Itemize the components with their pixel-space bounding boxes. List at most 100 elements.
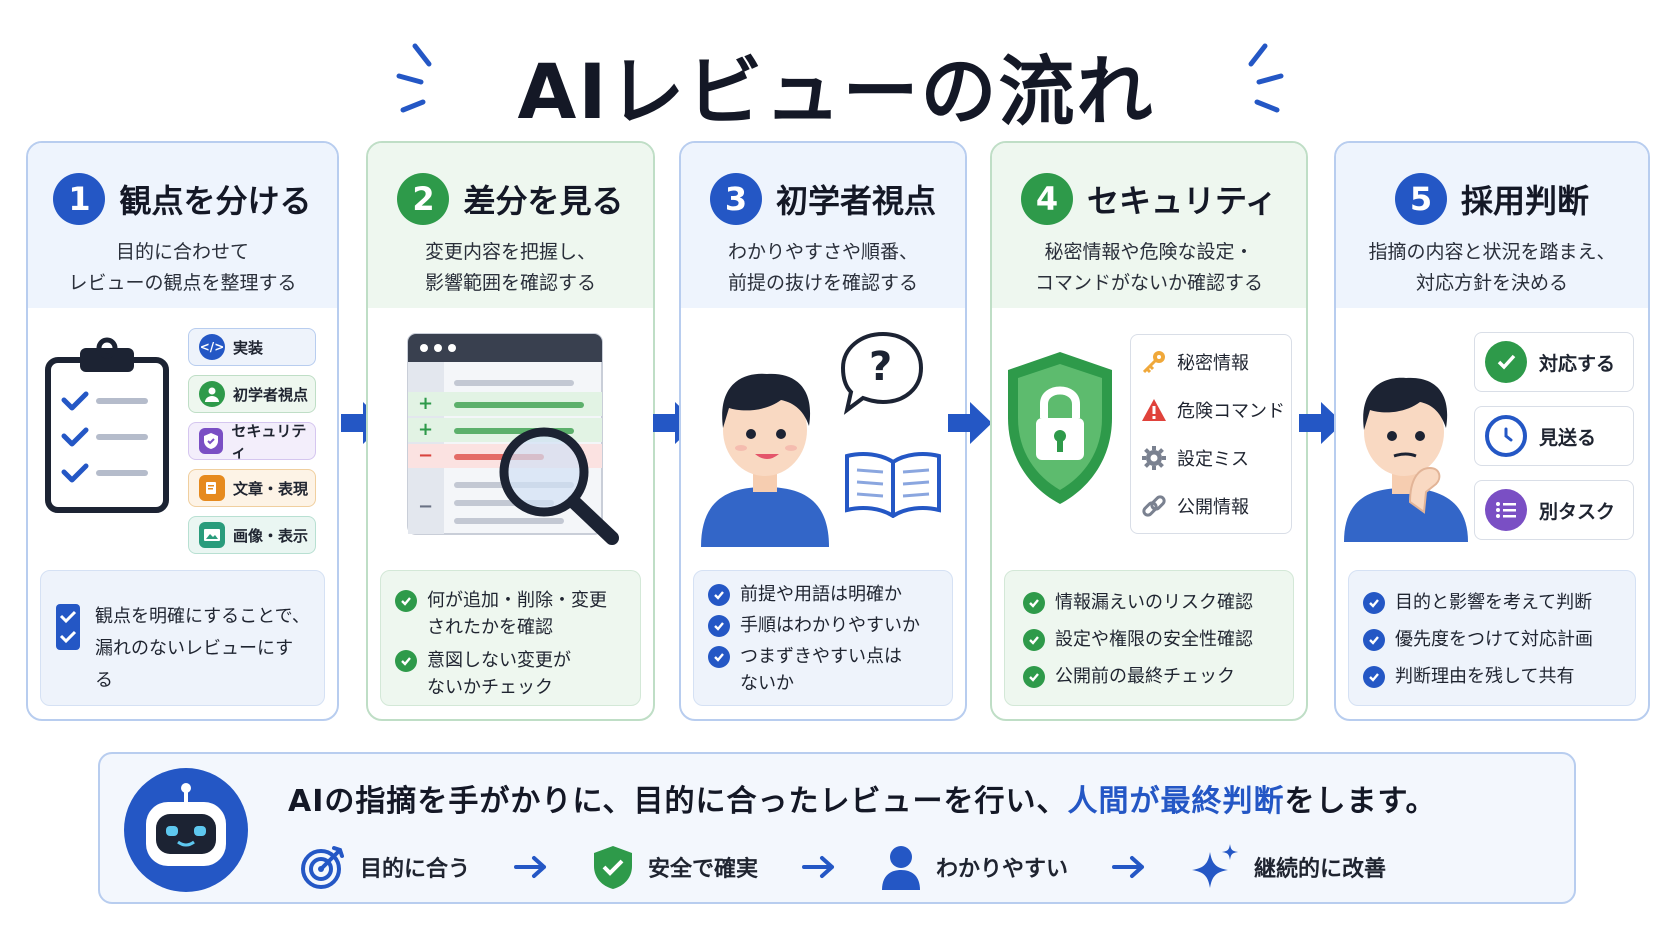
step-card-4: 4 セキュリティ 秘密情報や危険な設定・ コマンドがないか確認する 秘密情報 危… <box>990 141 1308 721</box>
step-title: 観点を分ける <box>119 182 312 220</box>
arrow-right-icon <box>1112 856 1145 878</box>
security-item: 秘密情報 <box>1141 349 1249 375</box>
summary-banner: AIの指摘を手がかりに、目的に合ったレビューを行い、人間が最終判断をします。 目… <box>98 752 1576 904</box>
sparkle-left-icon <box>396 43 432 113</box>
check-icon <box>708 646 730 668</box>
shield-check-icon <box>594 846 633 889</box>
diff-plus-mark: + <box>418 419 434 440</box>
step-title: 差分を見る <box>463 182 624 220</box>
step-header: 1 観点を分ける 目的に合わせて レビューの観点を整理する <box>28 143 337 308</box>
principle-list: 目的に合う 安全で確実 わかりやすい 継続的に改善 <box>300 842 1386 892</box>
lock-shield-icon <box>1008 352 1112 504</box>
person-icon <box>882 846 921 890</box>
chip-implementation: </> 実装 <box>188 328 316 366</box>
magnifier-icon <box>499 427 619 545</box>
option-respond: 対応する <box>1474 332 1634 392</box>
security-item: 設定ミス <box>1141 445 1249 471</box>
step-checklist: 目的と影響を考えて判断 優先度をつけて対応計画 判断理由を残して共有 <box>1348 570 1636 706</box>
step-description: 指摘の内容と状況を踏まえ、 対応方針を決める <box>1368 241 1616 294</box>
clock-icon <box>1485 415 1527 457</box>
check-icon <box>708 615 730 637</box>
step-title: 採用判断 <box>1460 182 1589 220</box>
chip-beginner-view: 初学者視点 <box>188 375 316 413</box>
step-number: 1 <box>53 173 106 225</box>
step-illustration: </> 実装 初学者視点 セキュリティ 文章・表現 画像・表示 <box>28 308 337 560</box>
checklist-item: 情報漏えいのリスク確認 <box>1023 589 1275 616</box>
list-icon <box>1485 489 1527 531</box>
checklist-item: 目的と影響を考えて判断 <box>1363 589 1621 616</box>
diff-minus-mark: − <box>418 445 434 466</box>
step-header: 5 採用判断 指摘の内容と状況を踏まえ、 対応方針を決める <box>1336 143 1648 308</box>
page-title: AIレビューの流れ <box>517 47 1155 136</box>
chip-writing: 文章・表現 <box>188 469 316 507</box>
thinking-person-icon <box>1344 377 1468 542</box>
principle-clear: わかりやすい <box>880 844 1068 890</box>
checklist-item: つまずきやすい点はないか <box>708 643 938 697</box>
step-illustration: + + − − <box>368 308 653 560</box>
principle-purpose: 目的に合う <box>300 844 470 890</box>
clipboard-icon <box>45 337 169 513</box>
chip-security: セキュリティ <box>188 422 316 461</box>
step-illustration: 対応する 見送る 別タスク <box>1336 308 1648 560</box>
step-checklist: 観点を明確にすることで、 漏れのないレビューにする <box>40 570 325 706</box>
document-edit-icon <box>199 475 225 501</box>
sparkle-icon <box>1192 844 1239 888</box>
shield-icon <box>199 428 224 454</box>
step-header: 3 初学者視点 わかりやすさや順番、 前提の抜けを確認する <box>681 143 965 308</box>
code-icon: </> <box>199 334 225 360</box>
flow-arrow-icon <box>1299 402 1343 444</box>
checklist-item: 前提や用語は明確か <box>708 581 938 608</box>
check-icon <box>395 590 417 612</box>
check-icon <box>1363 629 1385 651</box>
step-number: 5 <box>1394 173 1447 225</box>
check-circle-icon <box>1485 341 1527 383</box>
checklist-item: 公開前の最終チェック <box>1023 663 1275 690</box>
step-number: 3 <box>709 173 762 225</box>
principle-improve: 継続的に改善 <box>1190 842 1386 892</box>
step-illustration: ? <box>681 308 965 560</box>
security-item: 公開情報 <box>1141 493 1249 519</box>
title-area: AIレビューの流れ <box>0 22 1672 136</box>
warning-icon <box>1142 399 1166 421</box>
target-icon <box>301 846 344 889</box>
option-skip: 見送る <box>1474 406 1634 466</box>
step-checklist: 前提や用語は明確か 手順はわかりやすいか つまずきやすい点はないか <box>693 570 953 706</box>
image-icon <box>199 522 225 548</box>
diff-minus-mark: − <box>418 496 434 517</box>
checklist-item: 判断理由を残して共有 <box>1363 663 1621 690</box>
step-card-2: 2 差分を見る 変更内容を把握し、 影響範囲を確認する + + − <box>366 141 655 721</box>
checkbox-icon <box>56 604 80 650</box>
diff-plus-mark: + <box>418 393 434 414</box>
checklist-item: 意図しない変更がないかチェック <box>395 647 626 701</box>
option-separate-task: 別タスク <box>1474 480 1634 540</box>
robot-icon <box>124 768 248 892</box>
step-header: 2 差分を見る 変更内容を把握し、 影響範囲を確認する <box>368 143 653 308</box>
check-icon <box>1363 666 1385 688</box>
step-card-3: 3 初学者視点 わかりやすさや順番、 前提の抜けを確認する ? <box>679 141 967 721</box>
learner-person-icon <box>701 373 829 547</box>
checklist-item: 手順はわかりやすいか <box>708 612 938 639</box>
step-number: 4 <box>1020 173 1073 225</box>
check-icon <box>708 584 730 606</box>
banner-message: AIの指摘を手がかりに、目的に合ったレビューを行い、人間が最終判断をします。 <box>288 784 1437 819</box>
check-icon <box>395 650 417 672</box>
step-card-1: 1 観点を分ける 目的に合わせて レビューの観点を整理する </> 実装 <box>26 141 339 721</box>
checklist-item: 優先度をつけて対応計画 <box>1363 626 1621 653</box>
arrow-right-icon <box>802 856 835 878</box>
step-checklist: 何が追加・削除・変更されたかを確認 意図しない変更がないかチェック <box>380 570 641 706</box>
step-number: 2 <box>397 173 450 225</box>
security-item-list: 秘密情報 危険コマンド 設定ミス 公開情報 <box>1130 334 1292 534</box>
person-icon <box>199 381 225 407</box>
step-description: 目的に合わせて レビューの観点を整理する <box>68 241 297 294</box>
checklist-item: 設定や権限の安全性確認 <box>1023 626 1275 653</box>
security-item: 危険コマンド <box>1141 397 1285 423</box>
step-header: 4 セキュリティ 秘密情報や危険な設定・ コマンドがないか確認する <box>992 143 1306 308</box>
principle-safe: 安全で確実 <box>592 844 758 890</box>
checklist-item: 観点を明確にすることで、 漏れのないレビューにする <box>55 601 310 697</box>
open-book-icon <box>845 452 941 518</box>
step-description: 秘密情報や危険な設定・ コマンドがないか確認する <box>1034 241 1263 294</box>
step-title: セキュリティ <box>1086 182 1278 220</box>
link-icon <box>1142 495 1166 517</box>
check-icon <box>1023 629 1045 651</box>
checklist-item: 何が追加・削除・変更されたかを確認 <box>395 587 626 641</box>
